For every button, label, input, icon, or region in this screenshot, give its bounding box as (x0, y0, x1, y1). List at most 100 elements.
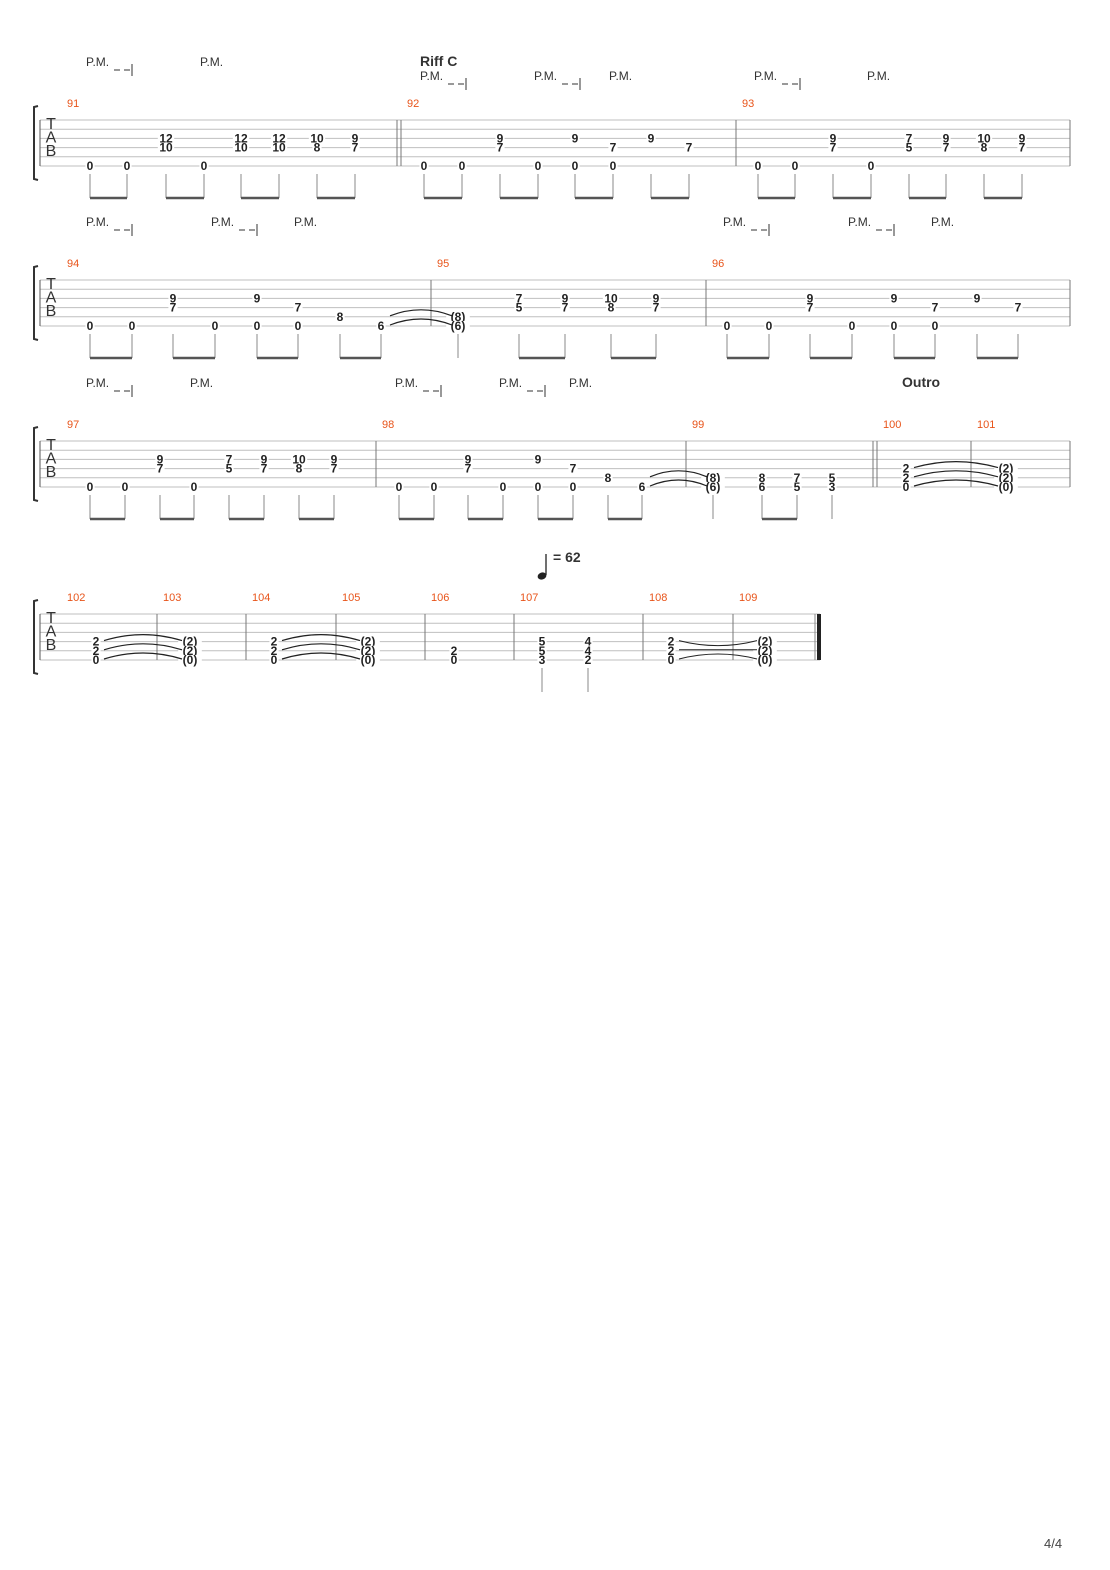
fret-background (394, 482, 404, 492)
fret-number: 0 (500, 480, 507, 494)
measure-number: 109 (739, 592, 757, 604)
fret-background (514, 302, 524, 313)
fret-background (350, 133, 360, 144)
fret-number: 9 (572, 131, 579, 145)
tab-clef-letter: B (46, 303, 57, 320)
fret-number: 5 (516, 301, 523, 315)
palm-mute-label: P.M. (848, 215, 871, 229)
fret-background (608, 142, 618, 153)
system-bracket (33, 105, 39, 181)
fret-number: 0 (191, 480, 198, 494)
fret-background (901, 463, 911, 474)
fret-background (122, 161, 132, 171)
fret-background (753, 636, 777, 647)
tie-arc (678, 640, 758, 647)
tab-clef-letter: T (46, 610, 56, 627)
fret-background (979, 142, 989, 153)
measure-number: 99 (692, 419, 704, 431)
fret-background (583, 636, 593, 647)
fret-background (560, 293, 570, 304)
fret-background (232, 133, 250, 144)
fret-background (805, 293, 815, 304)
fret-number: 9 (648, 131, 655, 145)
fret-number: 0 (87, 159, 94, 173)
fret-background (790, 161, 800, 171)
tie-arc (649, 479, 708, 487)
fret-background (904, 133, 914, 144)
fret-background (91, 645, 101, 656)
fret-background (157, 133, 175, 144)
fret-background (666, 655, 676, 665)
fret-number: 0 (755, 159, 762, 173)
fret-background (753, 645, 777, 656)
fret-number: 7 (562, 301, 569, 315)
measure-number: 92 (407, 98, 419, 110)
fret-background (449, 645, 459, 656)
fret-number: 7 (465, 462, 472, 476)
fret-number: 9 (562, 291, 569, 305)
fret-background (533, 454, 543, 465)
fret-background (994, 482, 1018, 492)
fret-background (269, 636, 279, 647)
fret-background (270, 133, 288, 144)
fret-background (602, 293, 620, 304)
fret-number: 5 (539, 644, 546, 658)
fret-number: 6 (759, 480, 766, 494)
fret-number: 7 (906, 131, 913, 145)
fret-background (941, 133, 951, 144)
tie-arc (649, 470, 708, 478)
fret-number: 3 (829, 480, 836, 494)
fret-background (792, 472, 802, 483)
measure-number: 104 (252, 592, 270, 604)
fret-background (446, 321, 470, 331)
fret-background (463, 463, 473, 474)
fret-background (637, 482, 647, 492)
palm-mute-label: P.M. (867, 69, 890, 83)
fret-number: 0 (93, 653, 100, 667)
fret-number: 10 (159, 141, 173, 155)
system-bracket (33, 426, 39, 502)
fret-background (155, 454, 165, 465)
tie-arc (103, 643, 183, 651)
fret-number: 12 (272, 131, 286, 145)
fret-background (120, 482, 130, 492)
fret-number: 2 (93, 635, 100, 649)
fret-background (210, 321, 220, 331)
fret-background (753, 161, 763, 171)
palm-mute-label: P.M. (200, 55, 223, 69)
tab-clef-letter: T (46, 437, 56, 454)
fret-number: 9 (157, 452, 164, 466)
fret-background (805, 302, 815, 313)
fret-background (570, 133, 580, 144)
fret-background (178, 655, 202, 665)
fret-background (904, 142, 914, 153)
fret-background (356, 645, 380, 656)
fret-number: 2 (668, 644, 675, 658)
measure-number: 93 (742, 98, 754, 110)
fret-number: 8 (337, 310, 344, 324)
fret-background (269, 645, 279, 656)
fret-background (889, 321, 899, 331)
fret-background (722, 321, 732, 331)
fret-number: (2) (361, 644, 376, 658)
fret-background (570, 161, 580, 171)
fret-number: 0 (122, 480, 129, 494)
fret-background (457, 161, 467, 171)
fret-background (930, 302, 940, 313)
fret-number: 8 (759, 471, 766, 485)
fret-background (847, 321, 857, 331)
fret-number: 0 (724, 319, 731, 333)
fret-background (329, 463, 339, 474)
tab-clef-letter: B (46, 464, 57, 481)
fret-background (1017, 142, 1027, 153)
fret-number: (2) (999, 462, 1014, 476)
fret-number: (6) (451, 319, 466, 333)
fret-number: 0 (570, 480, 577, 494)
fret-number: 9 (170, 291, 177, 305)
fret-number: 8 (314, 141, 321, 155)
fret-number: 5 (539, 635, 546, 649)
measure-number: 100 (883, 419, 901, 431)
fret-number: 7 (1019, 141, 1026, 155)
tie-arc (913, 470, 999, 478)
fret-background (1017, 133, 1027, 144)
